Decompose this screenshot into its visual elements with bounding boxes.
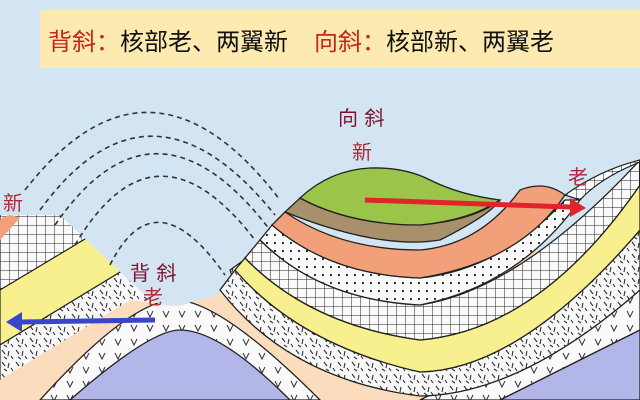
- syncline-colon: ：: [362, 27, 386, 56]
- right-old-label: 老: [568, 165, 588, 189]
- anticline-arrow: [6, 312, 156, 332]
- syncline-title: 向 斜: [338, 106, 385, 130]
- anticline-title: 背 斜: [130, 261, 177, 285]
- anticline-core-label: 老: [143, 285, 163, 309]
- eroded-strata-dashed-lines: [24, 111, 281, 276]
- syncline-arrow: [364, 197, 586, 217]
- anticline-term: 背斜: [48, 27, 96, 56]
- syncline-core-label: 新: [352, 140, 372, 164]
- legend-banner: 背斜：核部老、两翼新 向斜：核部新、两翼老: [40, 10, 640, 68]
- anticline-description: 核部老、两翼新: [120, 27, 288, 56]
- anticline-colon: ：: [96, 27, 120, 56]
- syncline-description: 核部新、两翼老: [386, 27, 554, 56]
- syncline-term: 向斜: [314, 27, 362, 56]
- left-new-label: 新: [3, 191, 23, 215]
